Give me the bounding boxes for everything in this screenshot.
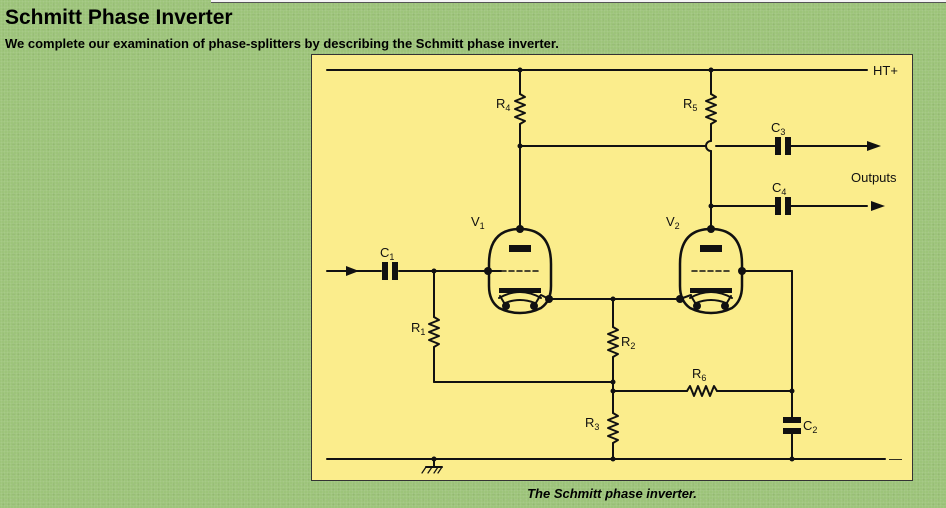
- capacitor-c1-plate-a: [382, 262, 388, 280]
- resistor-r4: [514, 93, 526, 125]
- v1-label: V1: [471, 214, 485, 231]
- page-title: Schmitt Phase Inverter: [5, 6, 233, 29]
- r3-label: R3: [585, 415, 599, 432]
- valve-v2-anode: [700, 245, 722, 252]
- resistor-r3: [607, 412, 619, 444]
- r5-label: R5: [683, 96, 697, 113]
- figure-caption: The Schmitt phase inverter.: [527, 486, 697, 501]
- capacitor-c4-plate-b: [785, 197, 791, 215]
- minus-label: —: [889, 451, 902, 466]
- r6-label: R6: [692, 366, 706, 383]
- schematic-diagram: HT+ Outputs — V1 V2 C1 C3 C4 C2 R1 R2 R3…: [326, 63, 902, 474]
- r2-label: R2: [621, 334, 635, 351]
- resistor-r6: [686, 385, 718, 397]
- c4-label: C4: [772, 180, 786, 197]
- capacitor-c2-plate-a: [783, 417, 801, 423]
- resistor-r5: [705, 93, 717, 125]
- ht-label: HT+: [873, 63, 898, 78]
- output-arrow-c4: [871, 201, 885, 211]
- input-arrow: [346, 266, 359, 276]
- top-rule: [211, 0, 946, 3]
- capacitor-c1-plate-b: [392, 262, 398, 280]
- capacitor-c3-plate-a: [775, 137, 781, 155]
- c2-label: C2: [803, 418, 817, 435]
- capacitor-c2-plate-b: [783, 428, 801, 434]
- c3-label: C3: [771, 120, 785, 137]
- intro-text: We complete our examination of phase-spl…: [5, 36, 559, 51]
- capacitor-c4-plate-a: [775, 197, 781, 215]
- r4-label: R4: [496, 96, 510, 113]
- resistor-r2: [607, 326, 619, 358]
- output-arrow-c3: [867, 141, 881, 151]
- resistor-r1: [428, 316, 440, 348]
- r1-label: R1: [411, 320, 425, 337]
- c1-label: C1: [380, 245, 394, 262]
- v2-label: V2: [666, 214, 680, 231]
- valve-v1-anode: [509, 245, 531, 252]
- schematic-figure: HT+ Outputs — V1 V2 C1 C3 C4 C2 R1 R2 R3…: [311, 54, 913, 481]
- capacitor-c3-plate-b: [785, 137, 791, 155]
- outputs-label: Outputs: [851, 170, 897, 185]
